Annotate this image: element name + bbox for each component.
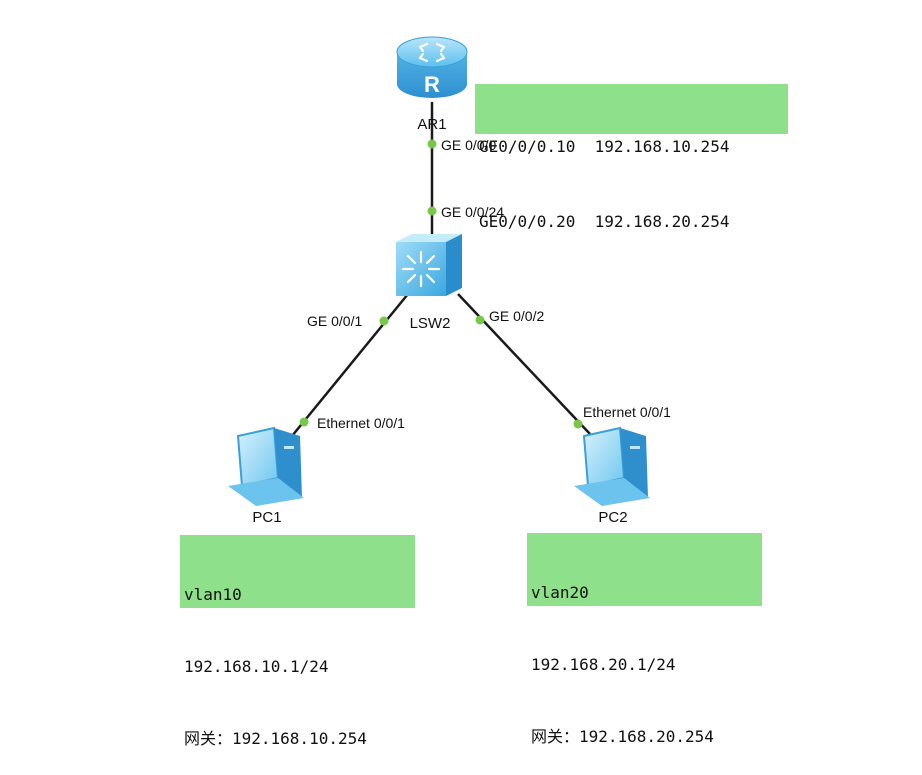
switch-icon[interactable] <box>396 234 462 296</box>
pc1-note-vlan: vlan10 <box>184 585 242 604</box>
port-dot-switch-p2 <box>475 315 485 325</box>
port-dot-switch-uplink <box>427 206 437 216</box>
pc1-icon[interactable] <box>228 426 304 506</box>
pc2-note-ip: 192.168.20.1/24 <box>531 655 676 674</box>
port-label-router-ge: GE 0/0/0 <box>441 137 496 153</box>
pc2-icon[interactable] <box>574 426 650 506</box>
link-switch-pc1 <box>291 293 409 437</box>
router-icon[interactable]: R <box>396 36 468 98</box>
port-label-switch-p2: GE 0/0/2 <box>489 308 544 324</box>
pc1-config-note: vlan10 192.168.10.1/24 网关：192.168.10.254 <box>180 535 415 748</box>
pc1-note-gateway: 网关：192.168.10.254 <box>184 729 367 748</box>
switch-label: LSW2 <box>410 315 451 332</box>
port-label-switch-uplink: GE 0/0/24 <box>441 204 504 220</box>
router-glyph: R <box>424 72 440 97</box>
port-dot-switch-p1 <box>379 316 389 326</box>
port-label-pc2-eth: Ethernet 0/0/1 <box>583 404 671 420</box>
port-label-switch-p1: GE 0/0/1 <box>307 313 362 329</box>
router-subinterface-note: GE0/0/0.10 192.168.10.254 GE0/0/0.20 192… <box>475 84 788 231</box>
pc1-label: PC1 <box>252 509 281 526</box>
router-note-line-2: GE0/0/0.20 192.168.20.254 <box>479 212 730 231</box>
port-label-pc1-eth: Ethernet 0/0/1 <box>317 415 405 431</box>
port-dot-pc1-eth <box>299 417 309 427</box>
port-dot-pc2-eth <box>573 419 583 429</box>
pc2-note-gateway: 网关：192.168.20.254 <box>531 727 714 746</box>
router-note-line-1: GE0/0/0.10 192.168.10.254 <box>479 137 730 156</box>
pc2-config-note: vlan20 192.168.20.1/24 网关：192.168.20.254 <box>527 533 762 746</box>
port-dot-router-ge <box>427 139 437 149</box>
network-topology-diagram: R AR1 LSW2 PC1 PC2 <box>228 36 671 526</box>
pc2-label: PC2 <box>598 509 627 526</box>
router-label: AR1 <box>417 116 446 133</box>
pc2-note-vlan: vlan20 <box>531 583 589 602</box>
pc1-note-ip: 192.168.10.1/24 <box>184 657 329 676</box>
